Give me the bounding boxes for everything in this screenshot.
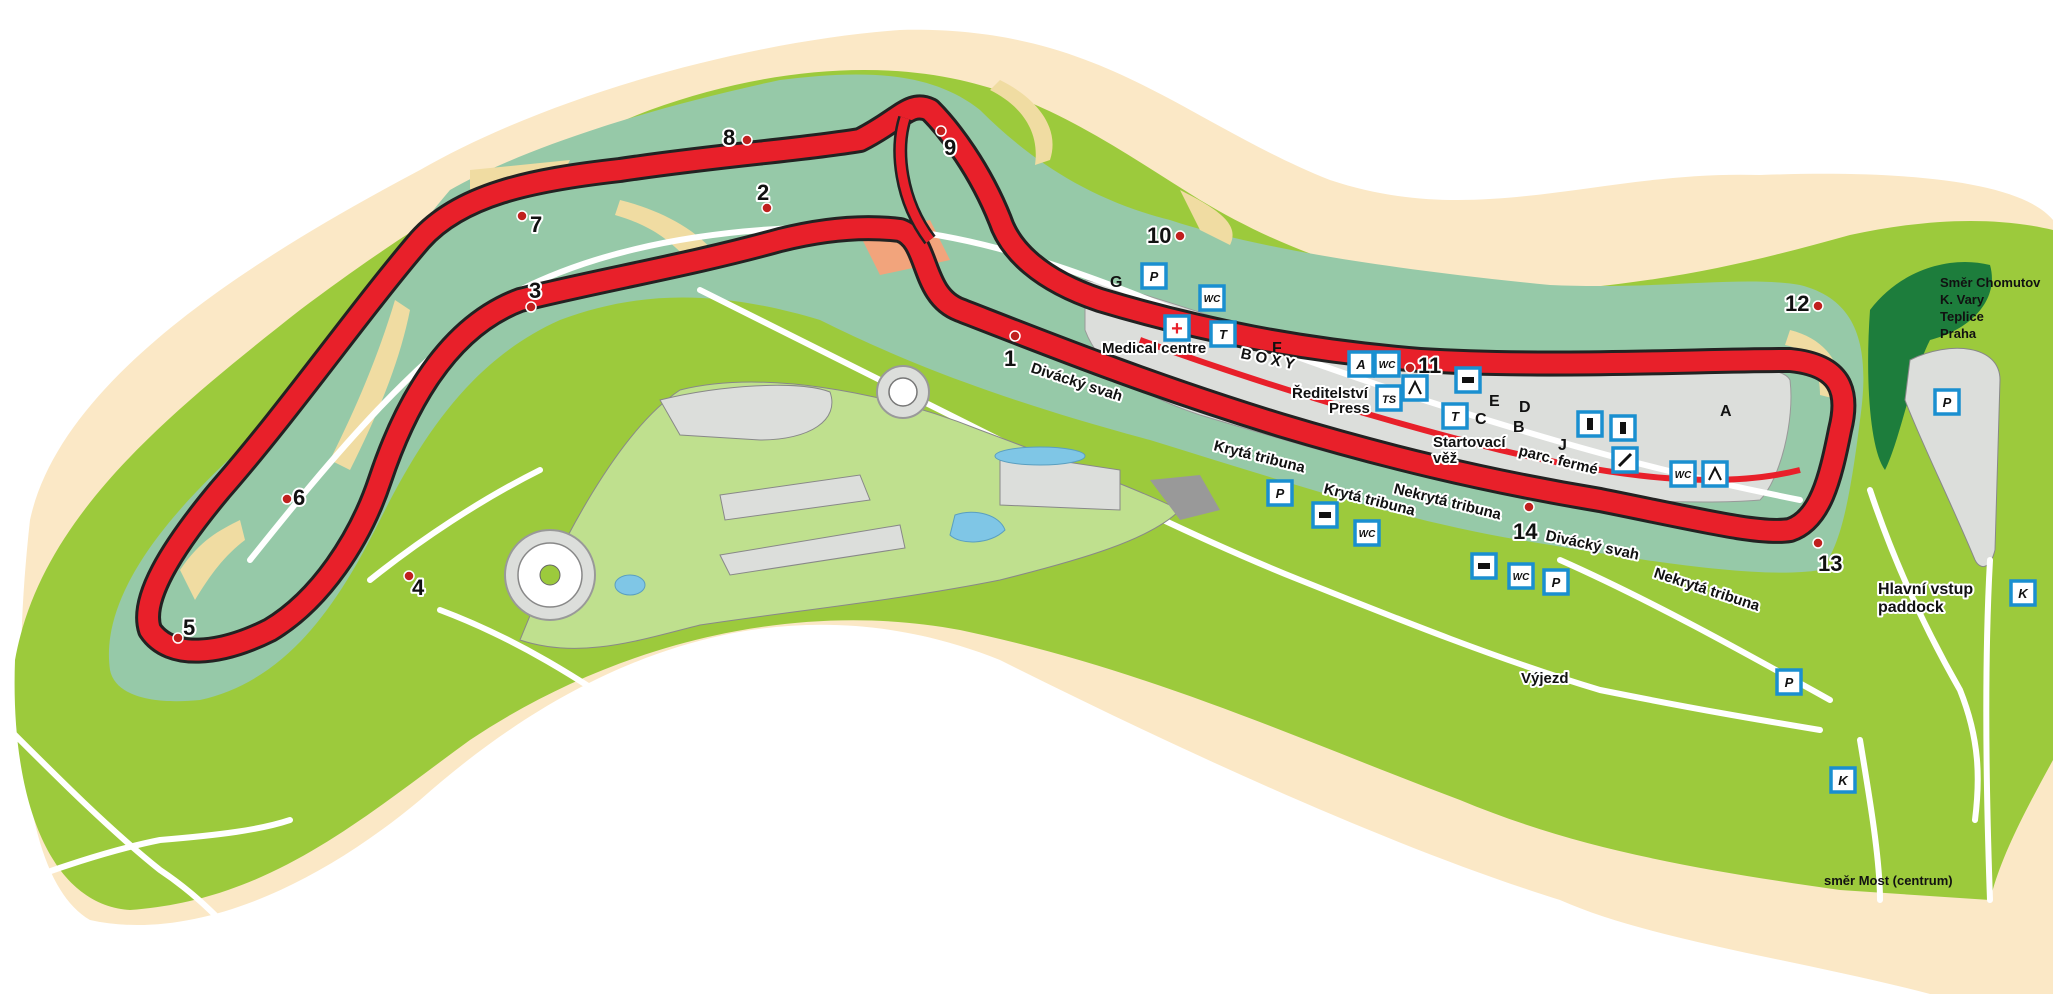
turn-markers <box>172 125 1824 644</box>
turn-14-label: 14 <box>1513 519 1538 544</box>
turn-8-label: 8 <box>723 125 735 150</box>
svg-text:P: P <box>1276 486 1285 501</box>
label-startovaci: Startovací <box>1433 434 1506 451</box>
label-press: Press <box>1329 400 1370 417</box>
circuit-infield <box>108 74 1864 702</box>
turn-5-label: 5 <box>183 615 195 640</box>
turn-1-label: 1 <box>1004 346 1016 371</box>
svg-text:WC: WC <box>1359 529 1376 540</box>
turn-10-label: 10 <box>1147 223 1171 248</box>
wc-icon[interactable]: WC <box>1507 562 1535 590</box>
label-smer-most: směr Most (centrum) <box>1824 873 1953 888</box>
paddock-e: E <box>1489 393 1500 410</box>
svg-text:P: P <box>1150 269 1159 284</box>
turn-7-label: 7 <box>530 212 542 237</box>
svg-text:WC: WC <box>1675 470 1692 481</box>
label-k-vary: K. Vary <box>1940 292 1985 307</box>
wc-icon[interactable]: WC <box>1198 284 1226 312</box>
svg-text:P: P <box>1785 675 1794 690</box>
svg-text:+: + <box>1171 318 1183 340</box>
svg-text:P: P <box>1552 575 1561 590</box>
wc-icon[interactable]: WC <box>1373 350 1401 378</box>
parking-icon[interactable]: P <box>1140 262 1168 290</box>
parking-lot-north <box>1904 347 2001 568</box>
race-track <box>135 94 1857 664</box>
fuel-icon[interactable] <box>1609 414 1637 442</box>
k-icon[interactable]: K <box>1829 766 1857 794</box>
turn-13-label: 13 <box>1818 551 1842 576</box>
paddock-d: D <box>1519 399 1531 416</box>
turn-6-label: 6 <box>293 485 305 510</box>
paddock-c: C <box>1475 411 1487 428</box>
fuel-icon[interactable] <box>1576 410 1604 438</box>
paddock-j: J <box>1558 437 1567 454</box>
label-paddock: paddock <box>1878 599 1944 616</box>
label-hlavni-vstup: Hlavní vstup <box>1878 581 1973 598</box>
svg-text:TS: TS <box>1382 394 1397 406</box>
label-vez: věž <box>1433 450 1457 467</box>
label-reditelstvi: Ředitelství <box>1292 384 1369 402</box>
turn-9-label: 9 <box>944 135 956 160</box>
medical-icon[interactable]: + <box>1163 314 1191 342</box>
parking-icon[interactable]: P <box>1775 668 1803 696</box>
svg-text:K: K <box>1838 773 1849 788</box>
label-smer-chomutov: Směr Chomutov <box>1940 275 2041 290</box>
forest-area <box>1868 262 1992 470</box>
parking-icon[interactable]: P <box>1542 568 1570 596</box>
turn-numbers: 1 2 3 4 5 6 7 8 9 10 11 12 13 14 <box>181 123 1844 642</box>
label-medical-centre: Medical centre <box>1102 340 1206 357</box>
food-icon[interactable] <box>1311 501 1339 529</box>
ts-icon[interactable]: TS <box>1375 384 1403 412</box>
t-icon[interactable]: T <box>1441 402 1469 430</box>
shower-icon[interactable] <box>1401 374 1429 402</box>
svg-text:A: A <box>1355 357 1365 372</box>
wc-icon[interactable]: WC <box>1669 460 1697 488</box>
paddock-g: G <box>1110 274 1122 291</box>
turn-12-label: 12 <box>1785 291 1809 316</box>
facility-icons: P P P P P WC WC WC WC WC T T TS A K K + <box>1140 262 2037 794</box>
paddock-f: F <box>1272 340 1282 357</box>
svg-text:K: K <box>2018 586 2029 601</box>
svg-text:WC: WC <box>1379 360 1396 371</box>
label-praha: Praha <box>1940 326 1977 341</box>
paddock-letters: A B C D E F G J <box>1110 274 1732 454</box>
svg-text:T: T <box>1451 409 1460 424</box>
t-icon[interactable]: T <box>1209 320 1237 348</box>
paddock-a: A <box>1720 403 1732 420</box>
svg-text:WC: WC <box>1513 572 1530 583</box>
wc-icon[interactable]: WC <box>1353 519 1381 547</box>
food-icon[interactable] <box>1470 552 1498 580</box>
svg-text:T: T <box>1219 327 1228 342</box>
svg-text:WC: WC <box>1204 294 1221 305</box>
shower-icon[interactable] <box>1701 460 1729 488</box>
food-icon[interactable] <box>1454 366 1482 394</box>
label-teplice: Teplice <box>1940 309 1984 324</box>
paddock-b: B <box>1513 419 1525 436</box>
parking-icon[interactable]: P <box>1933 388 1961 416</box>
turn-3-label: 3 <box>529 278 541 303</box>
turn-2-label: 2 <box>757 180 769 205</box>
sand-traps <box>180 80 1841 600</box>
training-area <box>504 365 1220 649</box>
parking-icon[interactable]: P <box>1266 479 1294 507</box>
a-icon[interactable]: A <box>1347 350 1375 378</box>
k-icon[interactable]: K <box>2009 579 2037 607</box>
turn-4-label: 4 <box>412 575 425 600</box>
svg-text:P: P <box>1943 395 1952 410</box>
label-vyjezd: Výjezd <box>1521 670 1569 687</box>
tools-icon[interactable] <box>1611 446 1639 474</box>
